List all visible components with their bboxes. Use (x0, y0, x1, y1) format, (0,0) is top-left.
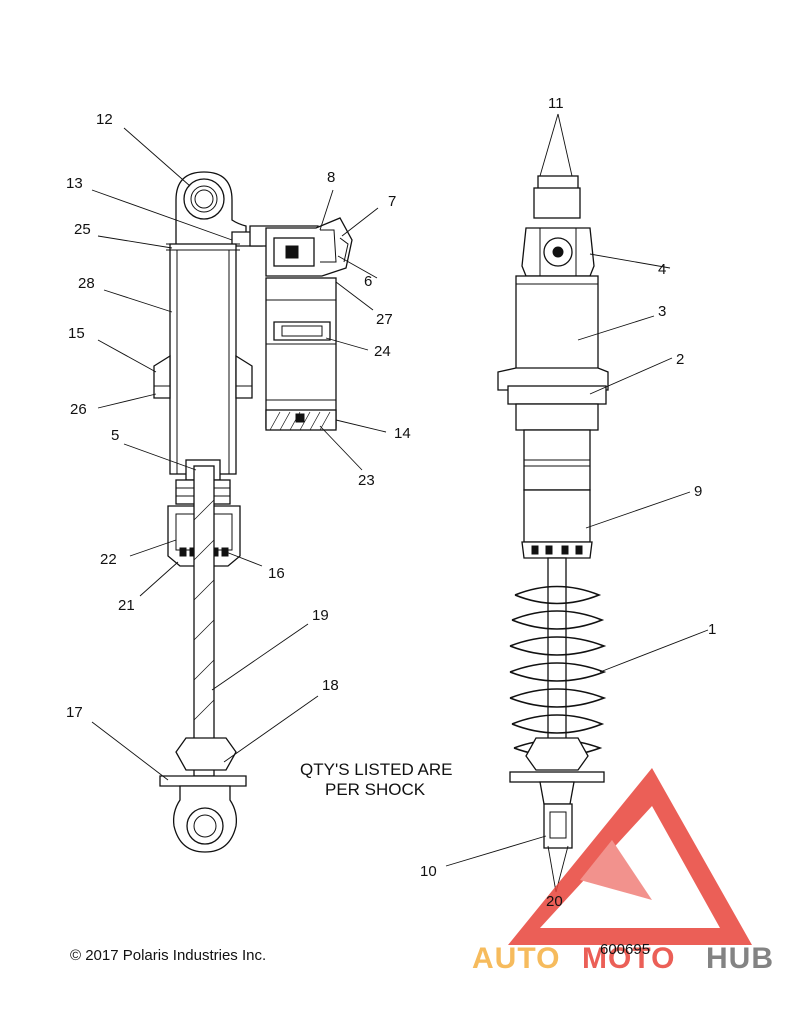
callout-3: 3 (658, 303, 666, 320)
watermark-auto: AUTO (472, 942, 560, 975)
callout-20: 20 (546, 893, 563, 910)
callout-12: 12 (96, 111, 113, 128)
callout-28: 28 (78, 275, 95, 292)
callout-24: 24 (374, 343, 391, 360)
copyright-text: © 2017 Polaris Industries Inc. (70, 947, 266, 964)
callout-9: 9 (694, 483, 702, 500)
callout-2: 2 (676, 351, 684, 368)
watermark-logo: AUTO MOTO HUB (472, 768, 774, 975)
right-shock-assembled-view (497, 175, 609, 849)
callout-1: 1 (708, 621, 716, 638)
callout-26: 26 (70, 401, 87, 418)
callout-6: 6 (364, 273, 372, 290)
callout-13: 13 (66, 175, 83, 192)
watermark-triangle-icon (508, 768, 752, 945)
callout-17: 17 (66, 704, 83, 721)
callout-14: 14 (394, 425, 411, 442)
leader-lines (91, 113, 709, 893)
callout-8: 8 (327, 169, 335, 186)
callout-15: 15 (68, 325, 85, 342)
callout-21: 21 (118, 597, 135, 614)
callout-27: 27 (376, 311, 393, 328)
callout-23: 23 (358, 472, 375, 489)
callout-25: 25 (74, 221, 91, 238)
callout-4: 4 (658, 261, 666, 278)
left-shock-section-view (153, 171, 353, 853)
callout-7: 7 (388, 193, 396, 210)
callout-labels: 1 2 3 4 5 6 7 8 9 10 11 12 13 14 15 16 1… (66, 95, 716, 910)
callout-16: 16 (268, 565, 285, 582)
drawing-number: 600695 (600, 941, 650, 958)
qty-note-line-2: PER SHOCK (325, 780, 426, 799)
callout-10: 10 (420, 863, 437, 880)
callout-22: 22 (100, 551, 117, 568)
callout-11: 11 (548, 95, 564, 112)
qty-note-line-1: QTY'S LISTED ARE (300, 760, 453, 779)
callout-19: 19 (312, 607, 329, 624)
callout-5: 5 (111, 427, 119, 444)
callout-18: 18 (322, 677, 339, 694)
watermark-hub: HUB (706, 942, 774, 975)
watermark-moto: MOTO (582, 942, 675, 975)
